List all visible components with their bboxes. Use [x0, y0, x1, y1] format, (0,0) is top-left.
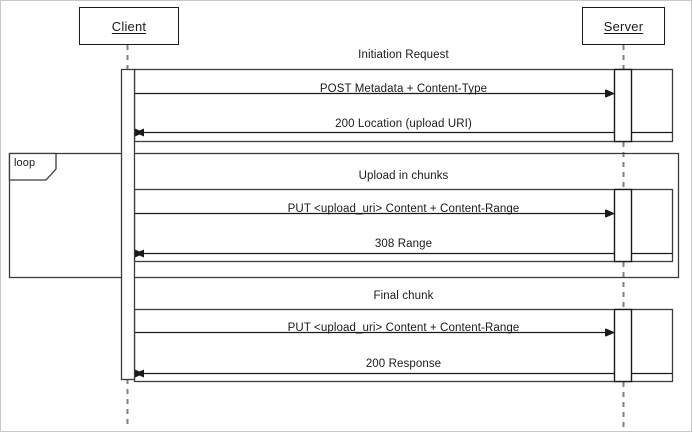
participant-server-label: Server	[603, 18, 644, 34]
participant-client-label: Client	[111, 18, 147, 34]
group-final-chunk	[133, 308, 674, 383]
arrowhead-post-metadata	[606, 89, 615, 98]
group-final-chunk-box	[133, 308, 674, 383]
activation-server-initiation	[613, 68, 633, 143]
group-upload-chunks	[133, 188, 674, 263]
activation-bars	[120, 68, 633, 383]
loop-fragment	[8, 152, 680, 279]
msg-200-location-label: 200 Location (upload URI)	[335, 118, 472, 130]
msg-308-range-label: 308 Range	[374, 238, 433, 250]
group-initiation-box	[133, 68, 674, 143]
msg-put-final-label: PUT <upload_uri> Content + Content-Range	[287, 322, 520, 334]
arrowhead-put-final	[606, 328, 615, 337]
loop-fragment-tag	[8, 152, 57, 181]
group-upload-chunks-title: Upload in chunks	[358, 170, 449, 182]
msg-post-metadata-label: POST Metadata + Content-Type	[319, 83, 488, 95]
loop-fragment-operator-label: loop	[14, 157, 36, 169]
arrowhead-200-response	[135, 369, 144, 378]
group-initiation	[133, 68, 674, 143]
group-final-chunk-title: Final chunk	[373, 290, 434, 302]
loop-fragment-frame	[8, 152, 680, 279]
lifeline-dashes	[126, 45, 625, 429]
activation-server-final	[613, 308, 633, 383]
msg-200-response-label: 200 Response	[365, 358, 442, 370]
arrowheads-overlay	[135, 89, 615, 378]
arrowhead-308-range	[135, 249, 144, 258]
group-initiation-title: Initiation Request	[358, 49, 449, 61]
group-upload-chunks-box	[133, 188, 674, 263]
activation-client	[120, 68, 136, 381]
participant-server[interactable]: Server	[582, 7, 665, 45]
msg-put-chunk-label: PUT <upload_uri> Content + Content-Range	[287, 203, 520, 215]
participant-client[interactable]: Client	[79, 7, 179, 45]
arrowhead-put-chunk	[606, 209, 615, 218]
arrowhead-200-location	[135, 128, 144, 137]
activation-server-chunk	[613, 188, 633, 263]
